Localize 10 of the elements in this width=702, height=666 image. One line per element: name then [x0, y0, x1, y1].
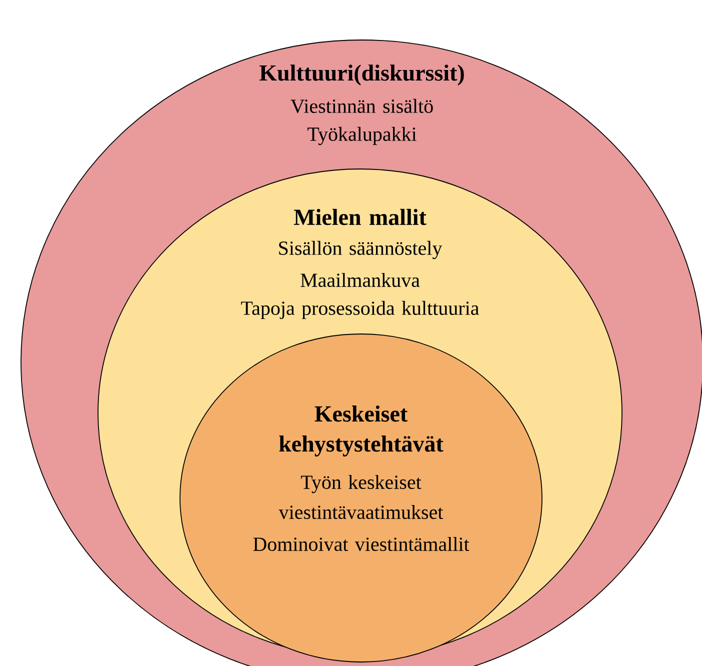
text-line: Sisällön säännöstely — [279, 240, 442, 260]
text-line: Tapoja prosessoida kulttuuria — [241, 300, 479, 320]
text-line: Maailmankuva — [300, 272, 420, 288]
text-line: Työkalupakki — [308, 126, 416, 146]
heading: Kulttuuri(diskurssit) — [260, 64, 464, 86]
heading: Mielen mallit — [294, 208, 426, 226]
text-line: Viestinnän sisältö — [290, 98, 433, 114]
text-line: Työn keskeiset viestintävaatimukset — [278, 474, 444, 520]
heading: Keskeiset kehystystehtävät — [279, 406, 444, 456]
text-line: Dominoivat viestintämallit — [253, 536, 470, 552]
